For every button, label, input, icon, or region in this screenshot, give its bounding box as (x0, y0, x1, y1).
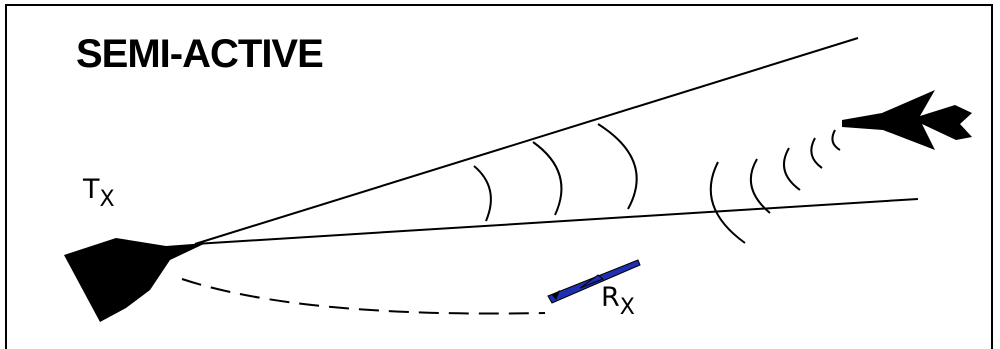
reflected-wavefront (832, 130, 840, 150)
target-aircraft-icon (842, 90, 972, 150)
wavefront (474, 166, 491, 221)
beam-upper-edge (195, 38, 858, 244)
missile-flight-path (182, 279, 545, 314)
beam-lower-edge (195, 199, 918, 244)
reflected-wavefront (711, 162, 745, 243)
wavefront (533, 142, 561, 215)
reflected-wavefront (784, 148, 800, 190)
reflected-wavefront (811, 138, 822, 168)
outgoing-wavefronts (474, 124, 637, 221)
wavefront (598, 124, 637, 209)
missile-icon (548, 260, 640, 303)
reflected-wavefronts (711, 130, 840, 243)
reflected-wavefront (751, 159, 770, 213)
